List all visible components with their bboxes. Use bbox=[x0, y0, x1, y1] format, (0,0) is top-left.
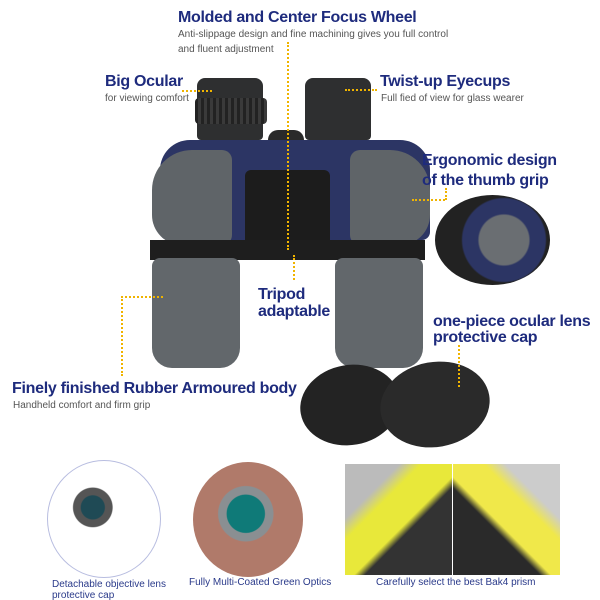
eyecups-title: Twist-up Eyecups bbox=[380, 73, 511, 90]
big-ocular-desc: for viewing comfort bbox=[105, 93, 189, 104]
ocular-cap-title: one-piece ocular lens bbox=[433, 313, 591, 330]
gallery-caption: Detachable objective lens bbox=[52, 579, 166, 590]
thumb-grip-title-2: of the thumb grip bbox=[422, 172, 549, 189]
objective-caps-photo bbox=[47, 460, 161, 578]
focus-wheel-title: Molded and Center Focus Wheel bbox=[178, 9, 417, 26]
body-desc: Handheld comfort and firm grip bbox=[13, 400, 151, 411]
thumb-grip-title: Ergonomic design bbox=[422, 152, 557, 169]
gallery-caption: Carefully select the best Bak4 prism bbox=[376, 577, 536, 588]
green-optics-photo bbox=[193, 462, 303, 577]
eyecups-desc: Full fied of view for glass wearer bbox=[381, 93, 524, 104]
tripod-title: Tripod bbox=[258, 286, 306, 303]
bak4-prism-photo bbox=[453, 464, 560, 575]
ocular-cap-title-2: protective cap bbox=[433, 329, 538, 346]
big-ocular-title: Big Ocular bbox=[105, 73, 183, 90]
body-title: Finely finished Rubber Armoured body bbox=[12, 380, 297, 397]
gallery-caption: Fully Multi-Coated Green Optics bbox=[189, 577, 332, 588]
focus-wheel-desc-2: and fluent adjustment bbox=[178, 44, 274, 55]
thumb-grip-inset bbox=[435, 195, 550, 285]
tripod-title-2: adaptable bbox=[258, 303, 330, 320]
bak4-prism-photo bbox=[345, 464, 452, 575]
focus-wheel-desc: Anti-slippage design and fine machining … bbox=[178, 29, 449, 40]
gallery-caption-2: protective cap bbox=[52, 590, 115, 600]
